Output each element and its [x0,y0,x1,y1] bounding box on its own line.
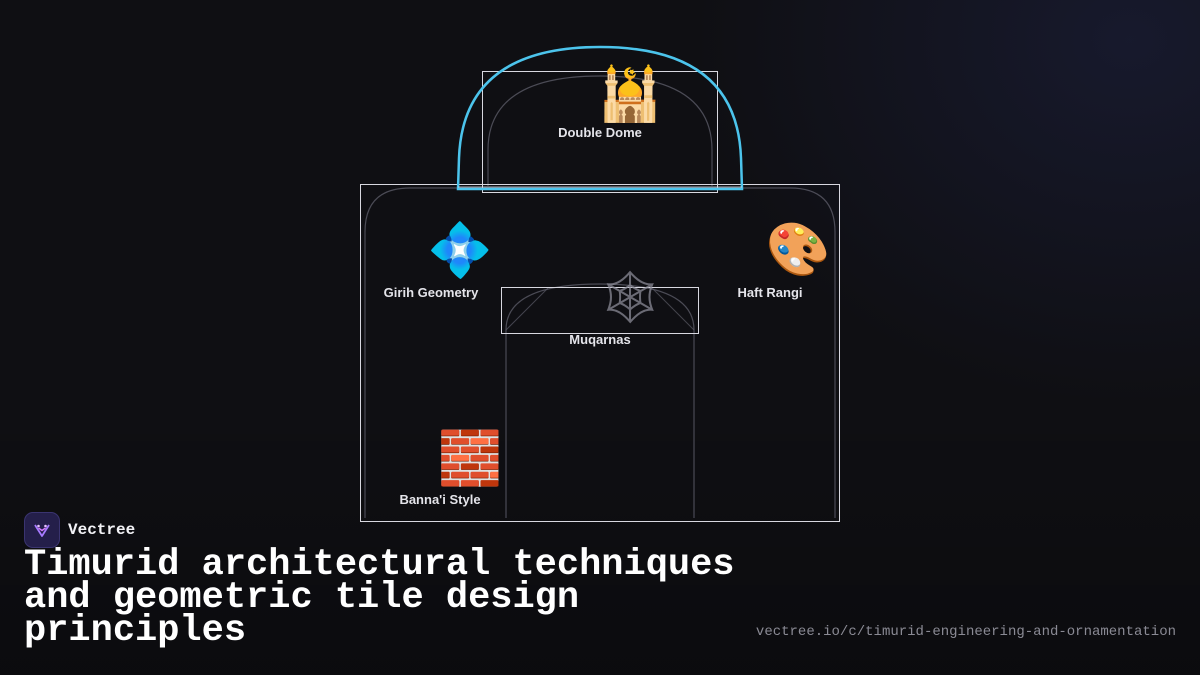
artist-palette-icon: 🎨 [766,218,831,280]
node-label-muqarnas: Muqarnas [569,332,630,347]
node-haft-rangi: 🎨 Haft Rangi [738,218,831,300]
vectree-logo-icon [24,512,60,548]
node-bannai-style: 🧱 Banna'i Style [399,428,502,507]
inner-muqarnas-arch [505,283,695,518]
node-label-double-dome: Double Dome [558,125,642,140]
node-label-bannai-style: Banna'i Style [399,492,480,507]
diamond-with-dot-icon: 💠 [428,220,493,281]
inner-dome-arch [487,75,713,186]
node-label-girih-geometry: Girih Geometry [384,285,479,300]
node-double-dome: 🕌 Double Dome [558,63,662,140]
outer-dome-arch [456,45,744,191]
node-girih-geometry: 💠 Girih Geometry [384,220,493,300]
spider-web-icon: 🕸 [597,268,663,328]
node-label-haft-rangi: Haft Rangi [738,285,803,300]
page-title: Timurid architectural techniques and geo… [24,544,735,652]
muqarnas-frame [501,287,699,334]
node-muqarnas: 🕸 Muqarnas [569,268,663,347]
mosque-icon: 🕌 [598,63,663,125]
brand: Vectree [24,512,135,548]
brick-icon: 🧱 [438,428,503,489]
inner-muqarnas-lines [505,287,695,331]
portal-frame [360,184,840,522]
dome-frame [482,71,718,193]
brand-name: Vectree [68,521,136,539]
source-url: vectree.io/c/timurid-engineering-and-orn… [755,624,1176,640]
